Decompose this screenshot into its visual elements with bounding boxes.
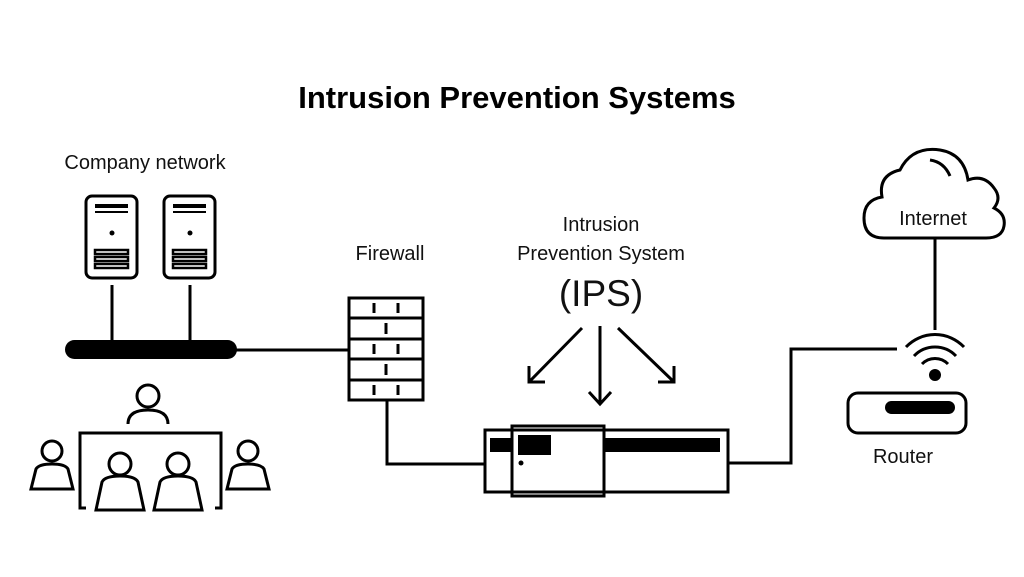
arrow-icon — [587, 326, 613, 407]
ips-abbreviation: (IPS) — [559, 273, 643, 314]
ips-label-line2: Prevention System — [517, 243, 685, 265]
router-icon — [846, 391, 968, 435]
server-icon — [84, 194, 139, 280]
arrow-icon — [616, 326, 676, 384]
server-icon — [162, 194, 217, 280]
wifi-icon — [904, 333, 966, 366]
ips-device-icon — [483, 424, 730, 498]
network-switch-bus — [65, 340, 237, 359]
router-label: Router — [873, 446, 933, 468]
ips-to-router-link — [728, 347, 897, 465]
wifi-dot — [929, 369, 941, 381]
internet-label: Internet — [899, 208, 967, 230]
firewall-label: Firewall — [356, 243, 425, 265]
people-at-table-icon — [29, 383, 271, 512]
firewall-to-ips-link — [385, 400, 486, 466]
company-network-label: Company network — [64, 152, 226, 174]
ips-label-line1: Intrusion — [563, 214, 640, 236]
diagram-title: Intrusion Prevention Systems — [298, 80, 736, 115]
arrow-icon — [527, 326, 584, 384]
cloud-icon — [862, 147, 1006, 240]
firewall-icon — [347, 296, 425, 402]
